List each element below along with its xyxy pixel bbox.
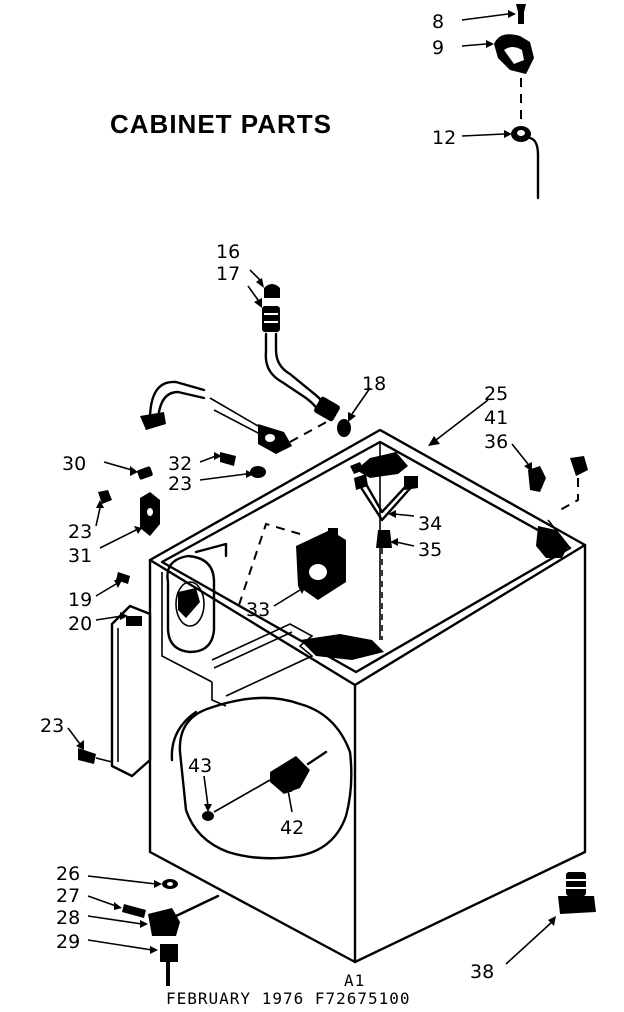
callout-32: 32 <box>168 453 192 475</box>
callout-17: 17 <box>216 263 240 285</box>
callout-41: 41 <box>484 407 508 429</box>
sheet-label: A1 <box>344 971 365 990</box>
callout-23-top: 23 <box>168 473 192 495</box>
cap-part-16 <box>264 284 280 298</box>
clamp-part-31 <box>140 492 160 536</box>
diagram-title: CABINET PARTS <box>110 109 332 139</box>
callout-20: 20 <box>68 613 92 635</box>
clip-part-30 <box>137 466 153 480</box>
screw-part-23-upper <box>98 490 112 504</box>
callout-31: 31 <box>68 545 92 567</box>
valve-assembly <box>258 424 292 454</box>
clip-part-36 <box>528 456 588 492</box>
callout-labels: 8 9 12 16 17 18 25 41 36 30 32 23 23 31 … <box>40 11 508 983</box>
callout-43: 43 <box>188 755 212 777</box>
callout-9: 9 <box>432 37 444 59</box>
grommet-part-12 <box>511 126 531 142</box>
bracket-part-20 <box>110 604 152 778</box>
leveling-leg-part-38 <box>558 872 596 914</box>
leg-part-29 <box>160 944 178 986</box>
callout-12: 12 <box>432 127 456 149</box>
screw-part-27 <box>122 904 146 918</box>
callout-25: 25 <box>484 383 508 405</box>
switch-part-33 <box>296 528 346 600</box>
callout-33: 33 <box>246 599 270 621</box>
washer-part-26 <box>162 879 178 889</box>
callout-27: 27 <box>56 885 80 907</box>
callout-36: 36 <box>484 431 508 453</box>
screw-part-23-lower <box>78 748 113 764</box>
screw-part-43 <box>202 779 271 821</box>
cutaway-panel <box>170 696 353 860</box>
callout-8: 8 <box>432 11 444 33</box>
callout-23-bottom: 23 <box>40 715 64 737</box>
callout-35: 35 <box>418 539 442 561</box>
callout-34: 34 <box>418 513 442 535</box>
suspension-part-34 <box>354 474 418 522</box>
bracket-part-9 <box>494 34 534 74</box>
callout-23-left: 23 <box>68 521 92 543</box>
screw-part-32 <box>220 452 266 478</box>
fitting-part-17 <box>262 306 280 332</box>
nut-part-35 <box>376 530 392 548</box>
callout-19: 19 <box>68 589 92 611</box>
bracket-part-28 <box>148 894 220 936</box>
date-model-label: FEBRUARY 1976 F72675100 <box>166 989 411 1008</box>
switch-part-42 <box>270 750 328 794</box>
callout-38: 38 <box>470 961 494 983</box>
callout-42: 42 <box>280 817 304 839</box>
callout-18: 18 <box>362 373 386 395</box>
cabinet-body <box>148 428 587 964</box>
callout-29: 29 <box>56 931 80 953</box>
callout-26: 26 <box>56 863 80 885</box>
coupling-part-18 <box>314 396 351 437</box>
callout-leaders <box>67 10 556 965</box>
callout-30: 30 <box>62 453 86 475</box>
callout-28: 28 <box>56 907 80 929</box>
callout-16: 16 <box>216 241 240 263</box>
screw-part-8 <box>516 4 526 24</box>
